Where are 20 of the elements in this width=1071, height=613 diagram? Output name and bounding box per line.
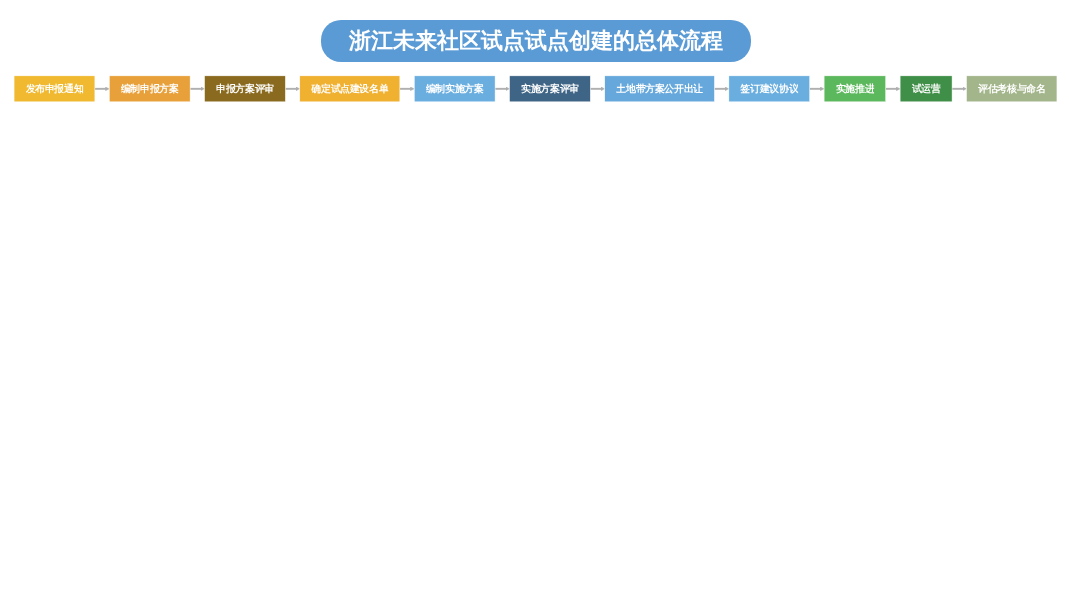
node-box: 申报方案评审 bbox=[204, 75, 286, 103]
arrow bbox=[713, 86, 730, 91]
node-box: 签订建议协议 bbox=[728, 75, 810, 103]
node-box: 确定试点建设名单 bbox=[299, 75, 401, 103]
node-box: 实施方案评审 bbox=[509, 75, 591, 103]
title-banner: 浙江未来社区试点试点创建的总体流程 bbox=[320, 20, 751, 62]
node-box: 评估考核与命名 bbox=[966, 75, 1058, 103]
node-box: 编制申报方案 bbox=[109, 75, 191, 103]
arrow bbox=[884, 86, 901, 91]
node-box: 发布申报通知 bbox=[13, 75, 96, 103]
arrow bbox=[494, 86, 510, 91]
arrow bbox=[951, 86, 967, 91]
arrow bbox=[589, 86, 605, 91]
node-box: 实施推进 bbox=[823, 75, 886, 103]
arrow bbox=[189, 86, 205, 91]
arrow bbox=[808, 86, 825, 91]
node-box: 试运营 bbox=[899, 75, 953, 103]
node-box: 土地带方案公开出让 bbox=[604, 75, 715, 103]
node-box: 编制实施方案 bbox=[414, 75, 496, 103]
arrow bbox=[284, 86, 300, 91]
